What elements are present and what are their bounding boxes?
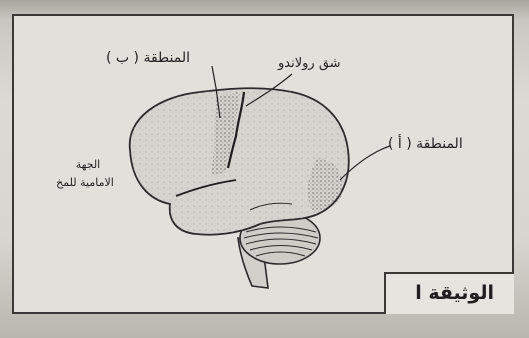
label-front-side-line1: الجهة bbox=[75, 158, 101, 171]
region-a-area bbox=[308, 158, 343, 212]
label-region-b: المنطقة ( ب ) bbox=[106, 50, 190, 66]
label-front-side-line2: الامامية للمخ bbox=[56, 176, 114, 189]
label-rolando-fissure: شق رولاندو bbox=[278, 56, 341, 71]
document-title-box: الوثيقة ا bbox=[384, 272, 514, 314]
label-region-a: المنطقة ( أ ) bbox=[388, 136, 463, 152]
pointer-region-b bbox=[211, 65, 221, 119]
rolando-fissure-line bbox=[226, 91, 246, 169]
lateral-fissure-line bbox=[175, 179, 237, 197]
cerebellum bbox=[239, 211, 321, 265]
pointer-region-a bbox=[339, 145, 391, 181]
document-title: الوثيقة ا bbox=[415, 282, 494, 304]
pointer-fissure bbox=[245, 73, 293, 107]
